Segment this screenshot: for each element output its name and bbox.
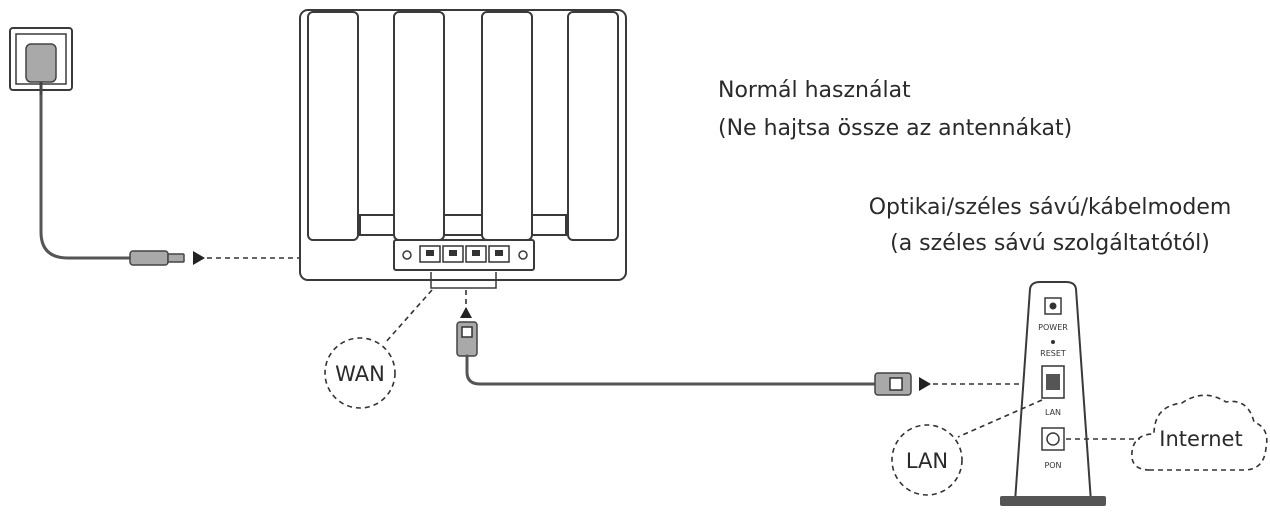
modem-arrow-icon: [919, 377, 931, 391]
no-fold-caption: (Ne hajtsa össze az antennákat): [718, 116, 1072, 141]
router-icon: [299, 9, 627, 289]
power-arrow-icon: [193, 251, 205, 265]
modem-title-caption: Optikai/széles sávú/kábelmodem: [869, 195, 1232, 220]
lan-callout-line: [957, 399, 1043, 438]
modem-pon-port-label: PON: [1044, 461, 1061, 470]
power-plug-icon: [129, 250, 185, 266]
modem-plug-icon: [874, 372, 912, 396]
wan-callout-line: [384, 289, 433, 344]
internet-label: Internet: [1159, 427, 1242, 451]
modem-subtitle-caption: (a széles sávú szolgáltatótól): [890, 231, 1210, 256]
wan-bubble: [324, 337, 396, 409]
modem-power-label: POWER: [1038, 323, 1068, 332]
modem-icon: [1000, 281, 1106, 506]
lan-label: LAN: [906, 449, 948, 473]
normal-use-caption: Normál használat: [718, 78, 911, 103]
modem-lan-port-label: LAN: [1045, 408, 1061, 417]
cloud-icon: [1131, 394, 1268, 471]
wan-label: WAN: [335, 362, 385, 386]
ethernet-cable: [465, 354, 877, 386]
lan-bubble: [891, 424, 963, 496]
modem-reset-label: RESET: [1040, 349, 1066, 358]
power-cable: [39, 94, 132, 260]
power-adapter-icon: [9, 27, 73, 96]
ethernet-plug-icon: [456, 321, 478, 357]
router-up-arrow-icon: [460, 307, 472, 318]
